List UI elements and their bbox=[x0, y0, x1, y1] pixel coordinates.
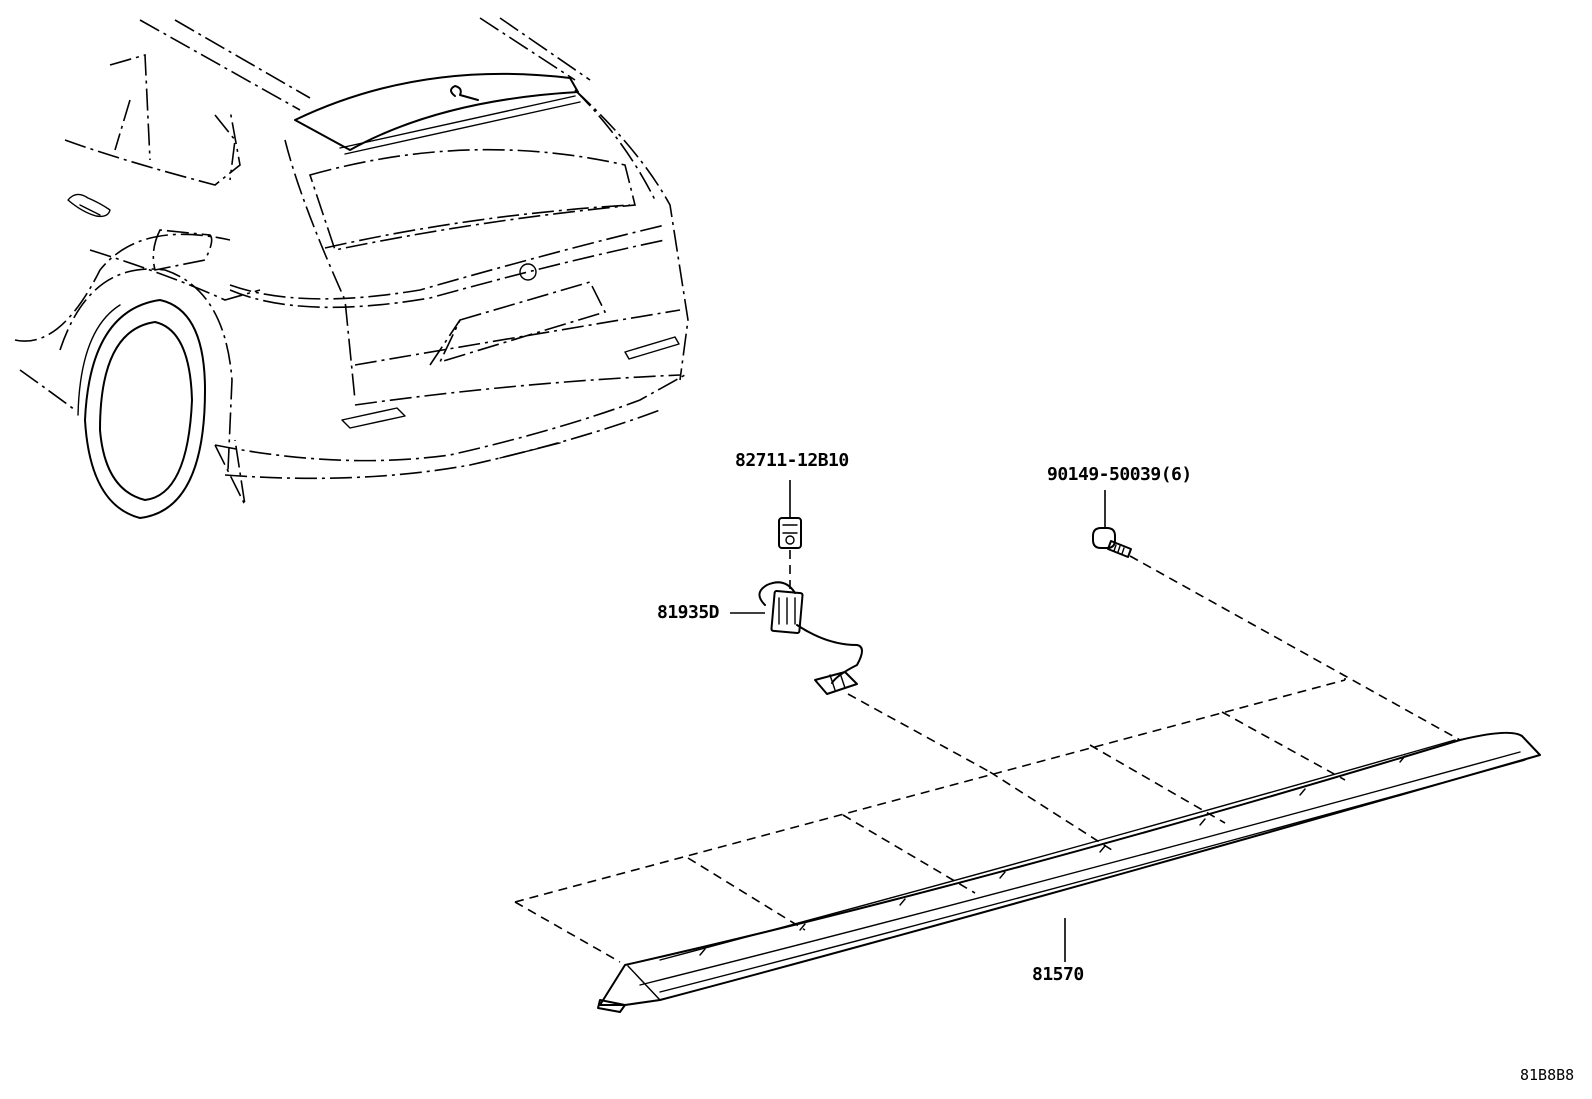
lamp-assembly-81570 bbox=[597, 731, 1541, 1013]
part-number-label-wire[interactable]: 81935D bbox=[657, 602, 720, 623]
vehicle-outline bbox=[14, 17, 689, 519]
bulb-82711-12B10 bbox=[778, 517, 802, 549]
diagram-code: 81B8B8 bbox=[1520, 1066, 1575, 1084]
leader-lines bbox=[730, 480, 1106, 962]
wire-81935D bbox=[758, 581, 863, 695]
part-number-label-lamp[interactable]: 81570 bbox=[1032, 964, 1084, 985]
part-number-label-screw[interactable]: 90149-50039(6) bbox=[1047, 464, 1192, 485]
guide-lines bbox=[514, 550, 1461, 963]
screw-90149-50039 bbox=[1092, 527, 1132, 558]
part-number-label-bulb[interactable]: 82711-12B10 bbox=[735, 450, 849, 471]
